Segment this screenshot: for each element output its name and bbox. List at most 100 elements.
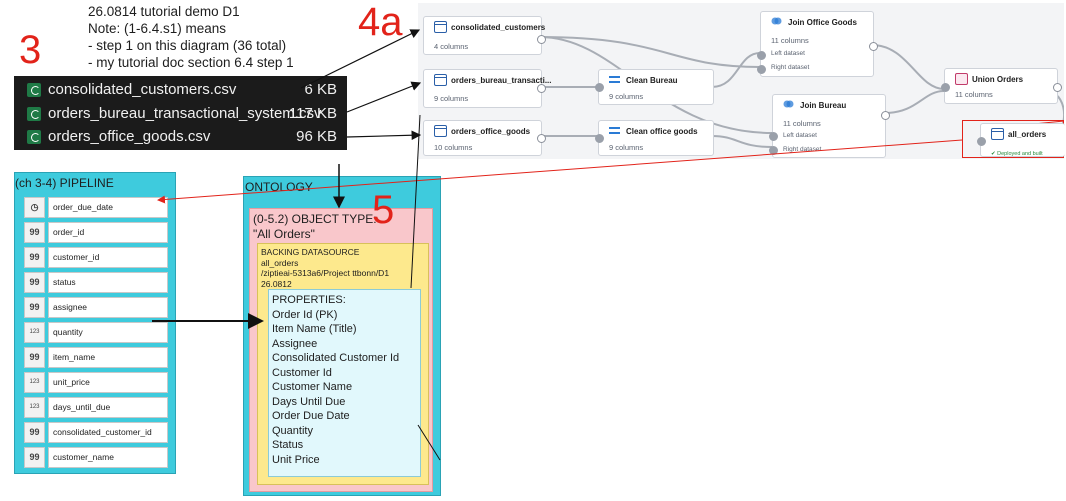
column-name: order_id bbox=[48, 222, 168, 243]
node-join-bureau[interactable]: Join Bureau 11 columns Left dataset Righ… bbox=[769, 94, 890, 158]
column-name: item_name bbox=[48, 347, 168, 368]
quote-icon: 99 bbox=[24, 272, 45, 293]
dataset-icon bbox=[434, 74, 447, 86]
clock-icon: ◷ bbox=[24, 197, 45, 218]
node-title: Join Bureau bbox=[800, 101, 847, 110]
pipeline-title: (ch 3-4) PIPELINE bbox=[15, 176, 114, 190]
node-title: orders_office_goods bbox=[451, 127, 531, 136]
column-name: unit_price bbox=[48, 372, 168, 393]
note-line: - step 1 on this diagram (36 total) bbox=[88, 38, 287, 53]
node-all-orders[interactable]: all_orders ✔ Deployed and built bbox=[977, 123, 1065, 157]
union-icon bbox=[955, 73, 968, 85]
properties-box: PROPERTIES:Order Id (PK)Item Name (Title… bbox=[268, 289, 421, 477]
pipeline-column-row[interactable]: ◷order_due_date bbox=[24, 197, 168, 218]
note-line: - my tutorial doc section 6.4 step 1 bbox=[88, 55, 294, 70]
tutorial-note: 26.0814 tutorial demo D1 Note: (1-6.4.s1… bbox=[88, 3, 348, 71]
backing-line: all_orders bbox=[261, 257, 299, 268]
node-title: all_orders bbox=[1008, 130, 1047, 139]
property-item: Status bbox=[272, 439, 304, 451]
node-orders-bureau[interactable]: orders_bureau_transacti... 9 columns bbox=[423, 69, 551, 108]
node-title: Join Office Goods bbox=[788, 18, 857, 27]
properties-heading: PROPERTIES: bbox=[272, 294, 346, 306]
port-label: Left dataset bbox=[771, 50, 805, 57]
property-item: Consolidated Customer Id bbox=[272, 352, 400, 364]
output-port[interactable] bbox=[537, 35, 546, 44]
column-name: quantity bbox=[48, 322, 168, 343]
node-clean-bureau[interactable]: Clean Bureau 9 columns bbox=[595, 69, 714, 105]
input-port[interactable] bbox=[977, 137, 986, 146]
output-port[interactable] bbox=[1053, 83, 1062, 92]
input-port[interactable] bbox=[757, 65, 766, 74]
marker-4a: 4a bbox=[358, 0, 403, 44]
node-columns: 9 columns bbox=[434, 94, 469, 103]
input-port[interactable] bbox=[769, 146, 778, 155]
node-join-office-goods[interactable]: Join Office Goods 11 columns Left datase… bbox=[757, 11, 878, 77]
input-port[interactable] bbox=[769, 132, 778, 141]
output-port[interactable] bbox=[881, 111, 890, 120]
properties-list: PROPERTIES:Order Id (PK)Item Name (Title… bbox=[272, 293, 399, 467]
number-icon: 123 bbox=[24, 322, 45, 343]
file-name: consolidated_customers.csv bbox=[48, 81, 237, 98]
node-clean-office-goods[interactable]: Clean office goods 9 columns bbox=[595, 120, 714, 156]
node-columns: 11 columns bbox=[771, 36, 809, 45]
output-port[interactable] bbox=[537, 134, 546, 143]
file-list: consolidated_customers.csv 6 KB orders_b… bbox=[14, 76, 347, 150]
number-icon: 123 bbox=[24, 372, 45, 393]
file-size: 6 KB bbox=[304, 81, 337, 98]
quote-icon: 99 bbox=[24, 422, 45, 443]
file-size: 117 KB bbox=[288, 105, 337, 122]
ontology-title: ONTOLOGY bbox=[245, 180, 313, 194]
quote-icon: 99 bbox=[24, 447, 45, 468]
arrow-file-to-node bbox=[346, 81, 422, 113]
file-row[interactable]: orders_bureau_transactional_system.csv 1… bbox=[14, 103, 347, 126]
property-item: Unit Price bbox=[272, 453, 320, 466]
node-union-orders[interactable]: Union Orders 11 columns bbox=[941, 68, 1062, 104]
input-port[interactable] bbox=[941, 83, 950, 92]
column-name: consolidated_customer_id bbox=[48, 422, 168, 443]
file-name: orders_office_goods.csv bbox=[48, 128, 211, 145]
property-item: Customer Name bbox=[272, 381, 353, 393]
backing-datasource-text: BACKING DATASOURCE all_orders /ziptieai-… bbox=[261, 247, 389, 289]
input-port[interactable] bbox=[595, 134, 604, 143]
node-columns: 4 columns bbox=[434, 42, 469, 51]
quote-icon: 99 bbox=[24, 247, 45, 268]
node-orders-office-goods[interactable]: orders_office_goods 10 columns bbox=[423, 120, 546, 156]
node-columns: 9 columns bbox=[609, 143, 644, 152]
input-port[interactable] bbox=[757, 51, 766, 60]
transform-icon bbox=[609, 74, 620, 84]
quote-icon: 99 bbox=[24, 297, 45, 318]
marker-5: 5 bbox=[372, 188, 395, 232]
property-item: Quantity bbox=[272, 424, 313, 437]
output-port[interactable] bbox=[537, 84, 546, 93]
input-port[interactable] bbox=[595, 83, 604, 92]
transform-icon bbox=[609, 125, 620, 135]
node-consolidated-customers[interactable]: consolidated_customers 4 columns bbox=[423, 16, 546, 55]
node-title: Clean Bureau bbox=[626, 76, 678, 85]
file-name: orders_bureau_transactional_system.csv bbox=[48, 105, 322, 122]
node-title: orders_bureau_transacti... bbox=[451, 76, 552, 85]
output-port[interactable] bbox=[869, 42, 878, 51]
port-label: Right dataset bbox=[783, 146, 822, 153]
csv-file-icon bbox=[27, 130, 41, 144]
backing-line: /ziptieai-5313a6/Project ttbonn/D1 bbox=[261, 268, 390, 278]
pipeline-graph: consolidated_customers 4 columns orders_… bbox=[418, 3, 1065, 159]
column-name: days_until_due bbox=[48, 397, 168, 418]
property-item: Order Due Date bbox=[272, 410, 350, 422]
file-row[interactable]: consolidated_customers.csv 6 KB bbox=[14, 79, 347, 102]
node-columns: 11 columns bbox=[955, 90, 993, 99]
file-row[interactable]: orders_office_goods.csv 96 KB bbox=[14, 126, 347, 149]
object-type-name: "All Orders" bbox=[253, 227, 315, 241]
csv-file-icon bbox=[27, 107, 41, 121]
deploy-status-text: Deployed and built bbox=[997, 151, 1043, 157]
